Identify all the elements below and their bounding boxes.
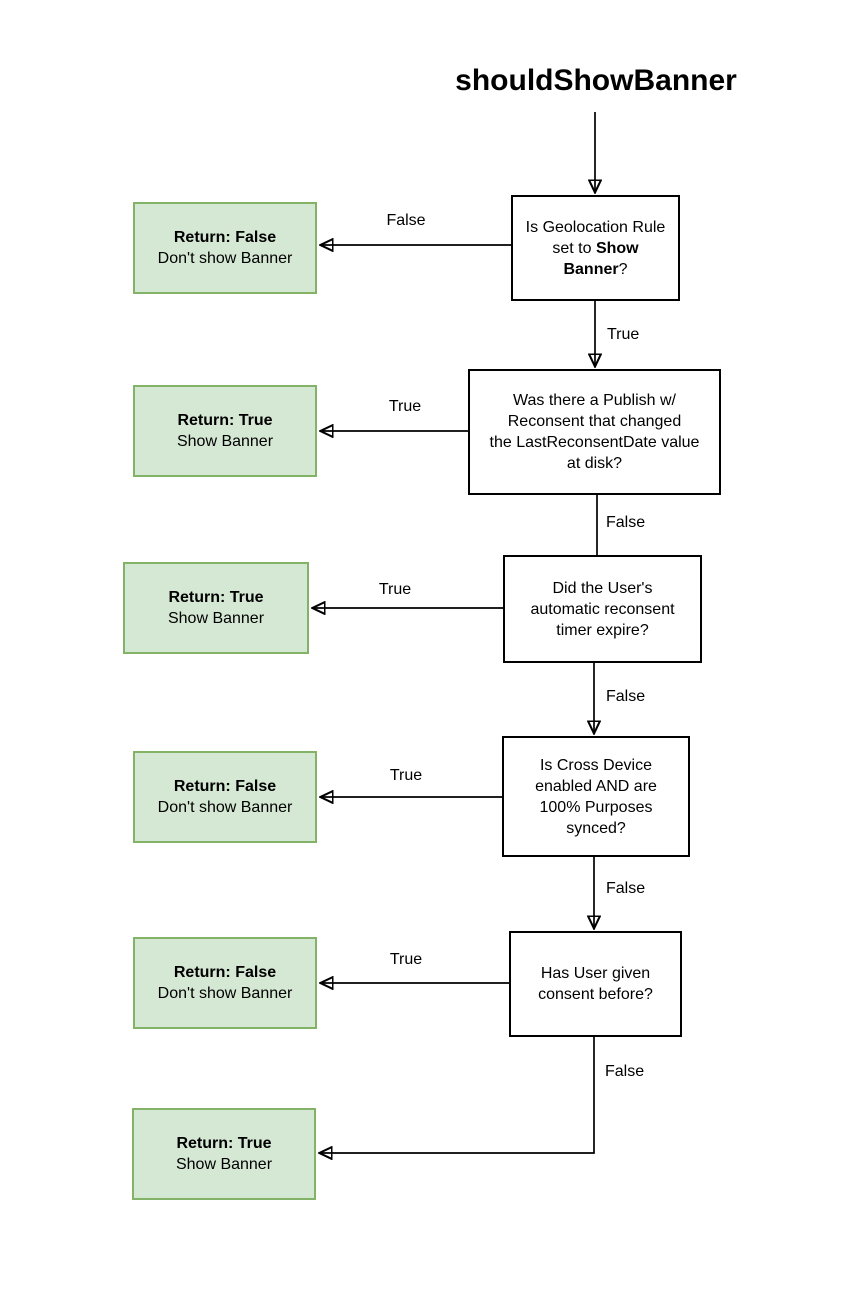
decision-text: Is Cross Device enabled AND are 100% Pur… xyxy=(535,756,657,837)
result-node-6: Return: True Show Banner xyxy=(132,1108,316,1200)
decision-text: Was there a Publish w/ Reconsent that ch… xyxy=(489,392,700,472)
result-node-3: Return: True Show Banner xyxy=(123,562,309,654)
result-value: Return: True xyxy=(176,1135,272,1152)
edge-label-false: False xyxy=(606,688,646,705)
decision-node-publish-reconsent: Was there a Publish w/ Reconsent that ch… xyxy=(468,369,721,495)
result-value: Return: False xyxy=(173,229,277,246)
result-description: Don't show Banner xyxy=(157,985,293,1002)
decision-node-consent-before: Has User given consent before? xyxy=(509,931,682,1037)
result-node-2: Return: True Show Banner xyxy=(133,385,317,477)
edge-label-false: False xyxy=(606,514,646,531)
result-description: Show Banner xyxy=(167,610,265,627)
result-description: Show Banner xyxy=(175,1156,273,1173)
edge-label-true: True xyxy=(388,398,422,415)
result-node-4: Return: False Don't show Banner xyxy=(133,751,317,843)
result-description: Don't show Banner xyxy=(157,250,293,267)
result-value: Return: False xyxy=(173,964,277,981)
decision-text: Has User given consent before? xyxy=(538,965,653,1003)
edge-label-true: True xyxy=(389,767,423,784)
result-description: Don't show Banner xyxy=(157,799,293,816)
result-node-5: Return: False Don't show Banner xyxy=(133,937,317,1029)
result-node-1: Return: False Don't show Banner xyxy=(133,202,317,294)
result-value: Return: False xyxy=(173,778,277,795)
decision-node-cross-device: Is Cross Device enabled AND are 100% Pur… xyxy=(502,736,690,857)
decision-node-reconsent-timer: Did the User's automatic reconsent timer… xyxy=(503,555,702,663)
decision-text: Is Geolocation Rule set to Show Banner? xyxy=(525,218,666,278)
edge-label-true: True xyxy=(389,951,423,968)
result-description: Show Banner xyxy=(176,433,274,450)
result-value: Return: True xyxy=(168,589,264,606)
edge-label-true: True xyxy=(607,326,640,343)
edge-label-true: True xyxy=(378,581,412,598)
edge-decision-5-false xyxy=(320,1037,595,1153)
edge-label-false: False xyxy=(606,880,646,897)
decision-node-geolocation-rule: Is Geolocation Rule set to Show Banner? xyxy=(511,195,680,301)
result-value: Return: True xyxy=(177,412,273,429)
diagram-title: shouldShowBanner xyxy=(455,64,737,97)
edge-label-false: False xyxy=(605,1063,645,1080)
edge-label-false: False xyxy=(386,212,426,229)
decision-text: Did the User's automatic reconsent timer… xyxy=(530,579,675,639)
